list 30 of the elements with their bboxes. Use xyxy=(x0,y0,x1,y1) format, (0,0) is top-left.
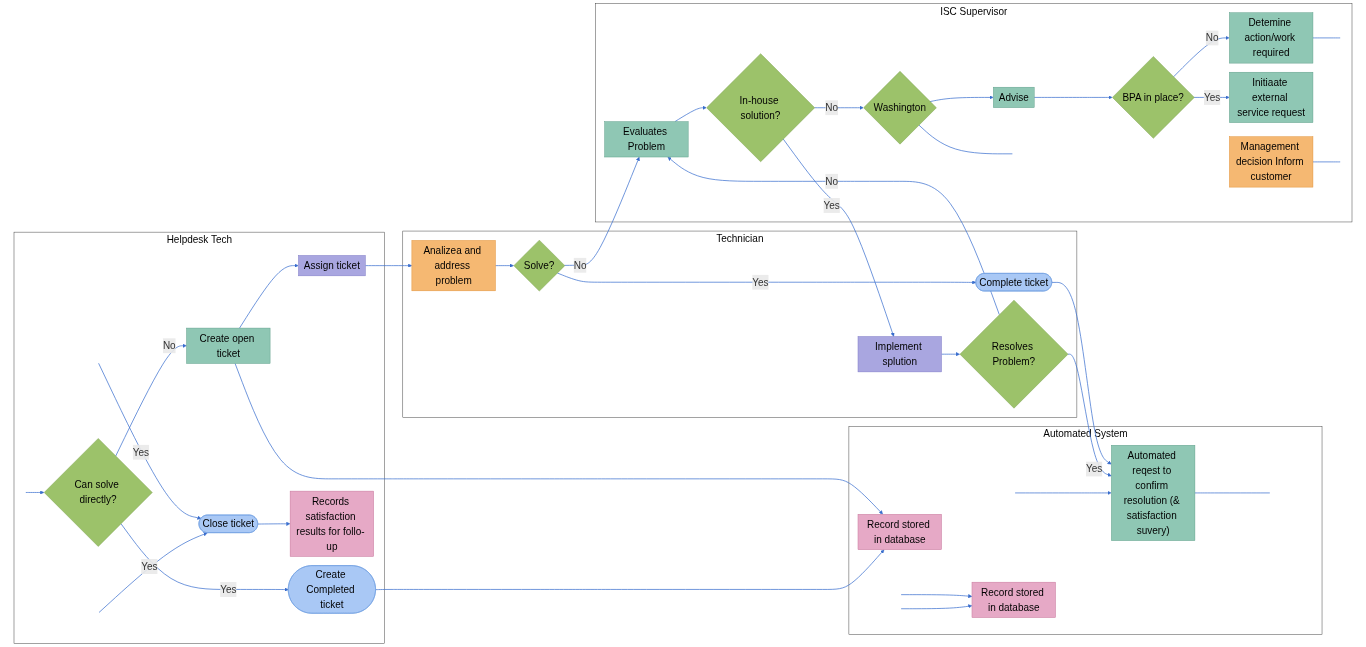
node-diamond: Washington xyxy=(863,71,937,145)
node-box: Create open ticket xyxy=(186,327,271,364)
edge-label: Yes xyxy=(823,199,840,212)
node-box: Automated reqest to confirm resolution (& satisfaction suvery) xyxy=(1111,445,1196,541)
edge-label: No xyxy=(825,175,839,187)
node-diamond: BPA in place? xyxy=(1112,56,1195,139)
node-box: Management decision Inform customer xyxy=(1229,136,1314,188)
node-diamond: Solve? xyxy=(513,239,566,292)
node-box: Advise xyxy=(993,86,1035,108)
edge-label: Yes xyxy=(752,276,769,288)
node-diamond: Resolves Problem? xyxy=(959,299,1069,409)
edge-label: Yes xyxy=(1204,91,1221,104)
node-diamond: In-house solution? xyxy=(706,53,815,162)
edge-label: No xyxy=(573,259,587,271)
node-box: Analizea and address problem xyxy=(411,240,496,292)
edge-label: Yes xyxy=(1085,463,1103,475)
edge-label: No xyxy=(825,102,839,114)
node-box: Records satisfaction results for follo- up xyxy=(289,490,374,557)
node-box: Implement splution xyxy=(857,336,942,373)
edge-label: Yes xyxy=(132,446,150,458)
edge-label: Yes xyxy=(220,583,237,596)
node-box: Evaluates Problem xyxy=(604,121,689,158)
node-box: Initiaate external service request xyxy=(1229,72,1314,123)
node-box: Record stored in database xyxy=(857,514,942,550)
edge-label: No xyxy=(1205,32,1219,44)
node-box: Detemine action/work required xyxy=(1229,12,1314,64)
edge-label: No xyxy=(162,340,176,352)
node-box: Assign ticket xyxy=(298,255,366,277)
edge-label: Yes xyxy=(141,560,158,573)
node-box: Record stored in database xyxy=(971,581,1056,618)
